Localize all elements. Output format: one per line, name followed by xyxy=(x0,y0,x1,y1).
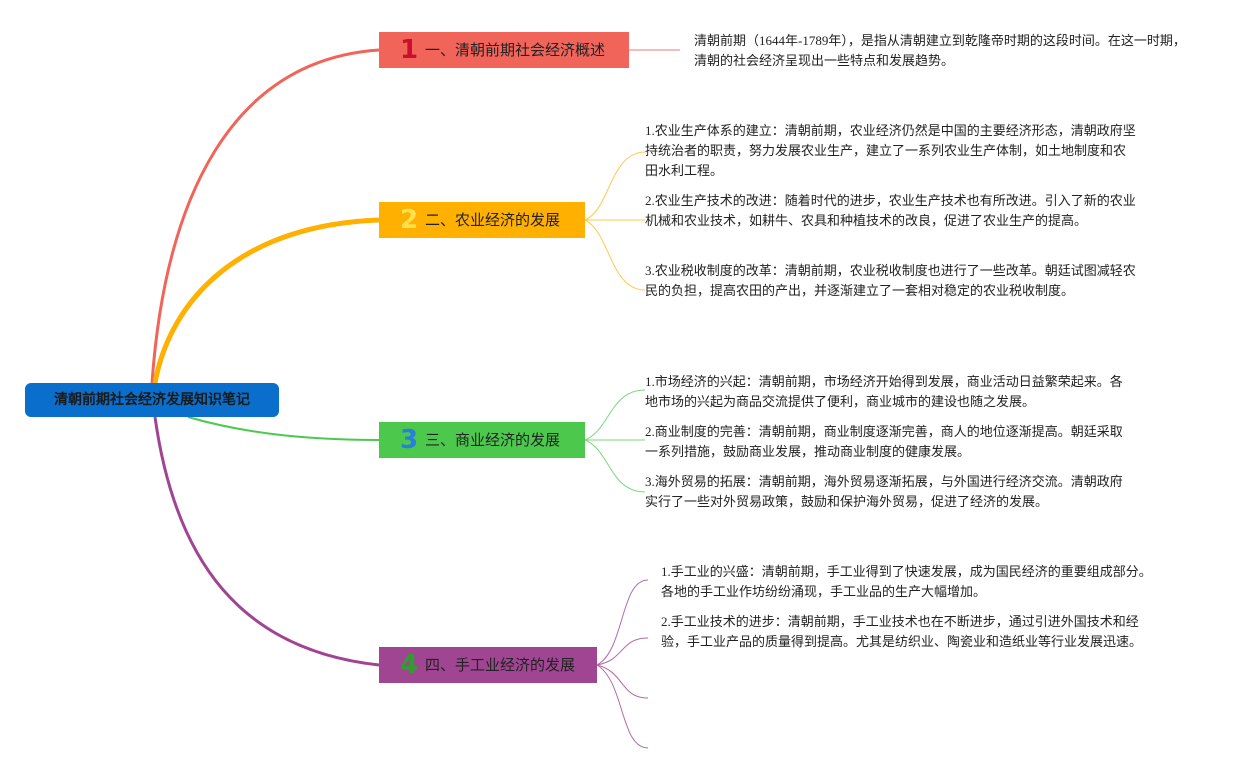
connector-root-branch-1 xyxy=(150,48,380,384)
note-branch-2-2[interactable]: 2.农业生产技术的改进：随着时代的进步，农业生产技术也有所改进。引入了新的农业机… xyxy=(645,191,1137,231)
connector-branch-4-note-1 xyxy=(596,579,649,666)
number-2-icon: 2 xyxy=(399,205,419,235)
note-text: 2.手工业技术的进步：清朝前期，手工业技术也在不断进步，通过引进外国技术和经验，… xyxy=(661,614,1143,649)
connector-branch-4-note-2 xyxy=(596,637,649,666)
note-branch-3-1[interactable]: 1.市场经济的兴起：清朝前期，市场经济开始得到发展，商业活动日益繁荣起来。各地市… xyxy=(645,372,1135,412)
number-4-icon: 4 xyxy=(399,650,419,680)
number-3-icon: 3 xyxy=(399,425,419,455)
connector-root-branch-4 xyxy=(153,416,380,667)
number-1-icon: 1 xyxy=(399,35,419,65)
branch-topic-1[interactable]: 1 一、清朝前期社会经济概述 xyxy=(379,32,629,68)
root-topic[interactable]: 清朝前期社会经济发展知识笔记 xyxy=(25,383,279,417)
note-branch-3-2[interactable]: 2.商业制度的完善：清朝前期，商业制度逐渐完善，商人的地位逐渐提高。朝廷采取一系… xyxy=(645,422,1135,462)
branch-topic-label: 一、清朝前期社会经济概述 xyxy=(425,41,606,59)
branch-topic-label: 四、手工业经济的发展 xyxy=(425,656,576,674)
branch-topic-label: 三、商业经济的发展 xyxy=(425,431,561,449)
branch-topic-3[interactable]: 3 三、商业经济的发展 xyxy=(379,422,585,458)
connector-branch-3-note-3 xyxy=(584,439,646,493)
note-text: 1.手工业的兴盛：清朝前期，手工业得到了快速发展，成为国民经济的重要组成部分。各… xyxy=(661,564,1152,599)
note-branch-3-3[interactable]: 3.海外贸易的拓展：清朝前期，海外贸易逐渐拓展，与外国进行经济交流。清朝政府实行… xyxy=(645,472,1135,512)
note-branch-4-2[interactable]: 2.手工业技术的进步：清朝前期，手工业技术也在不断进步，通过引进外国技术和经验，… xyxy=(661,612,1153,652)
branch-topic-2[interactable]: 2 二、农业经济的发展 xyxy=(379,202,585,238)
note-branch-1-1[interactable]: 清朝前期（1644年-1789年），是指从清朝建立到乾隆帝时期的这段时间。在这一… xyxy=(694,31,1194,71)
connector-root-branch-3 xyxy=(187,416,380,441)
note-text: 3.农业税收制度的改革：清朝前期，农业税收制度也进行了一些改革。朝廷试图减轻农民… xyxy=(645,263,1136,298)
connector-branch-2-note-1 xyxy=(584,151,646,221)
connector-branch-2-note-3 xyxy=(584,219,646,291)
note-text: 2.商业制度的完善：清朝前期，商业制度逐渐完善，商人的地位逐渐提高。朝廷采取一系… xyxy=(645,424,1123,459)
connector-branch-3-note-1 xyxy=(584,389,646,441)
note-branch-2-1[interactable]: 1.农业生产体系的建立：清朝前期，农业经济仍然是中国的主要经济形态，清朝政府坚持… xyxy=(645,121,1137,181)
branch-topic-4[interactable]: 4 四、手工业经济的发展 xyxy=(379,647,597,683)
note-branch-4-1[interactable]: 1.手工业的兴盛：清朝前期，手工业得到了快速发展，成为国民经济的重要组成部分。各… xyxy=(661,562,1153,602)
note-text: 1.农业生产体系的建立：清朝前期，农业经济仍然是中国的主要经济形态，清朝政府坚持… xyxy=(645,123,1136,178)
note-text: 3.海外贸易的拓展：清朝前期，海外贸易逐渐拓展，与外国进行经济交流。清朝政府实行… xyxy=(645,474,1123,509)
note-text: 1.市场经济的兴起：清朝前期，市场经济开始得到发展，商业活动日益繁荣起来。各地市… xyxy=(645,374,1123,409)
connector-branch-4-note-4 xyxy=(596,664,649,749)
connector-root-branch-2 xyxy=(152,217,380,384)
note-branch-2-3[interactable]: 3.农业税收制度的改革：清朝前期，农业税收制度也进行了一些改革。朝廷试图减轻农民… xyxy=(645,261,1137,301)
root-topic-label: 清朝前期社会经济发展知识笔记 xyxy=(54,392,250,408)
branch-topic-label: 二、农业经济的发展 xyxy=(425,211,561,229)
note-text: 2.农业生产技术的改进：随着时代的进步，农业生产技术也有所改进。引入了新的农业机… xyxy=(645,193,1136,228)
note-text: 清朝前期（1644年-1789年），是指从清朝建立到乾隆帝时期的这段时间。在这一… xyxy=(694,33,1186,68)
connector-branch-4-note-3 xyxy=(596,664,649,699)
